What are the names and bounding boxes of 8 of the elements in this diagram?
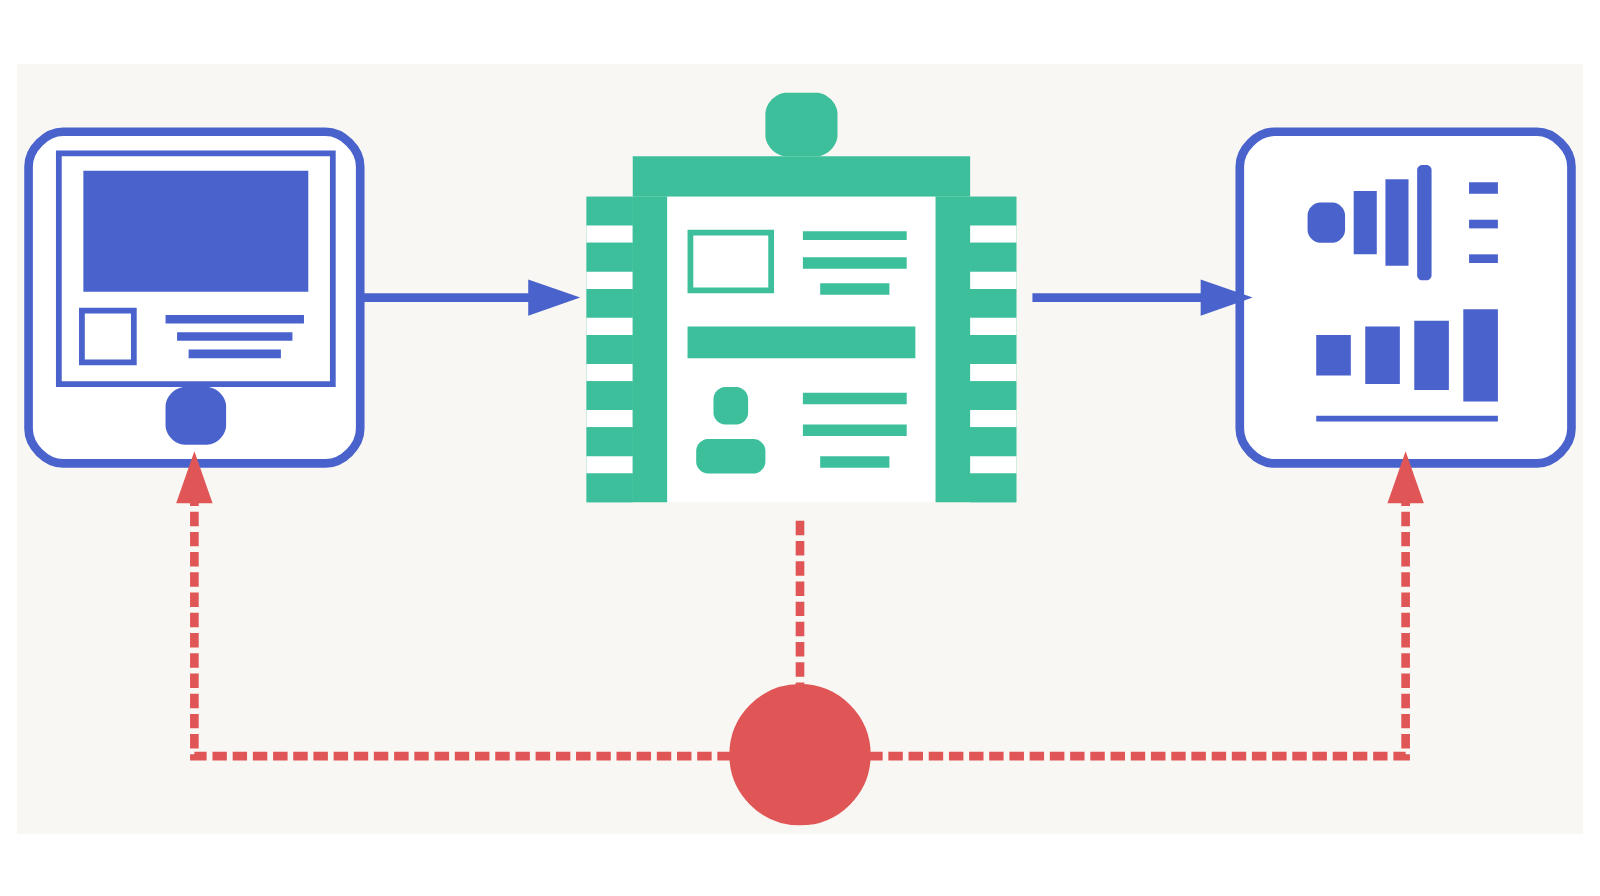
arrow [360, 278, 581, 315]
arrow [176, 450, 732, 760]
node-picture [24, 126, 365, 467]
arrow [868, 450, 1424, 760]
node-picture [1235, 126, 1576, 467]
arrow [1032, 278, 1253, 315]
connector [795, 519, 805, 686]
node-circle [729, 683, 871, 825]
